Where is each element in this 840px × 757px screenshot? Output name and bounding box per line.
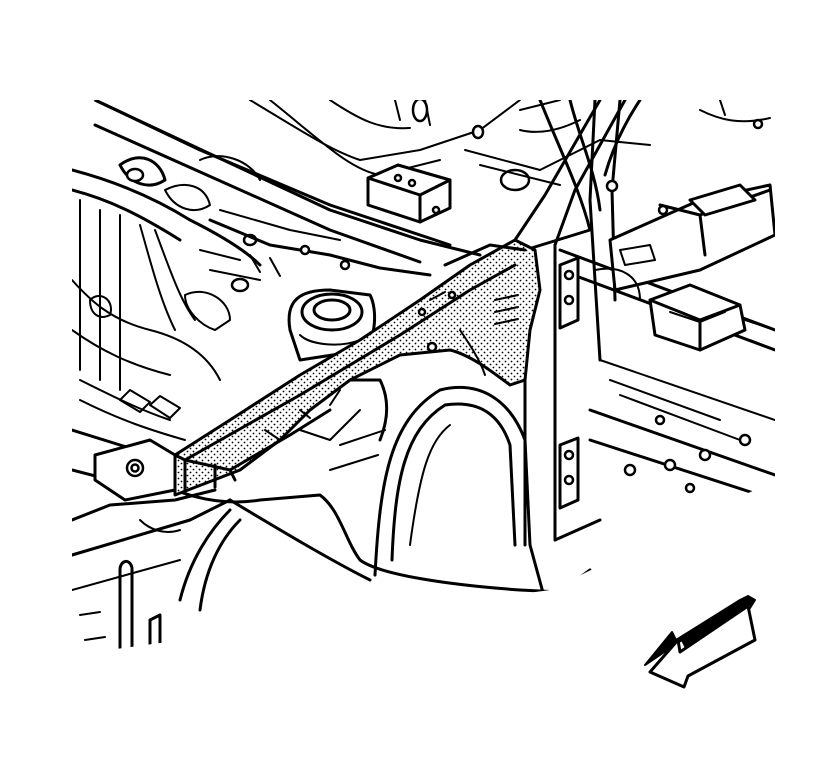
right-floor-structure [558,100,775,502]
lower-front-structure [72,428,592,655]
wheel-opening [299,378,547,602]
upper-cross-member [93,100,452,277]
strut-tower-block [366,163,452,224]
left-fender-structure [72,155,262,441]
body-structure-group [72,100,775,655]
cowl-panel [93,100,651,264]
highlighted-frame-rail [173,238,542,497]
front-direction-arrow-icon [644,595,757,689]
a-pillar [513,100,627,247]
